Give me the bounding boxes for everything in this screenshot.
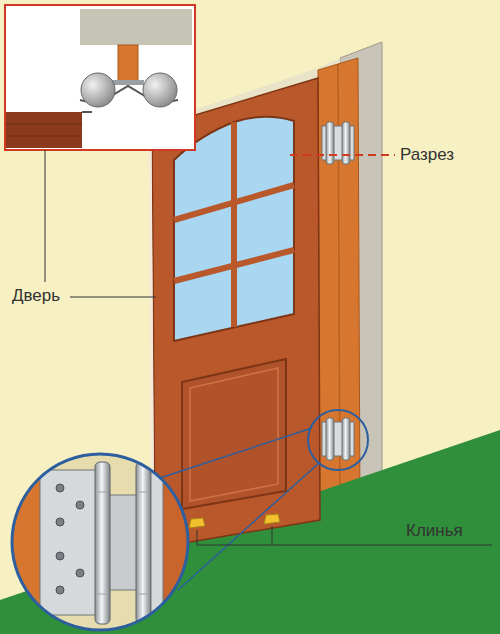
wedge	[189, 518, 205, 528]
leader-line	[272, 526, 273, 545]
door-leaf	[231, 122, 237, 327]
hinge-zoom	[76, 569, 84, 577]
hinge-zoom	[151, 470, 163, 615]
hinge	[342, 418, 350, 460]
part-label: Клинья	[404, 522, 465, 541]
hinge-zoom	[138, 492, 149, 493]
section-line	[290, 154, 395, 156]
leader-line	[197, 545, 492, 546]
hinge	[326, 122, 334, 164]
hinge-zoom	[95, 462, 110, 624]
door-frame	[318, 58, 360, 522]
leader-line	[70, 297, 156, 298]
hinge-zoom	[10, 452, 40, 632]
leader-line	[197, 530, 198, 545]
door-leaf	[182, 359, 286, 509]
hinge-zoom	[108, 495, 138, 590]
zoom-leader	[160, 428, 312, 478]
leader-line	[45, 150, 46, 282]
hinge	[322, 122, 354, 164]
section-inset	[80, 9, 192, 45]
highlight-circle	[308, 410, 368, 470]
hinge-zoom	[97, 492, 108, 493]
hinge-zoom	[56, 484, 64, 492]
hinge-zoom	[97, 492, 149, 594]
section-inset	[112, 80, 144, 85]
hinge-zoom	[97, 594, 108, 595]
hinge-zoom	[76, 501, 84, 509]
hinge	[322, 418, 354, 460]
wedge	[189, 514, 280, 528]
section-label: Разрез	[398, 146, 456, 165]
hinge	[326, 418, 334, 460]
hinge-zoom	[56, 518, 64, 526]
hinge-zoom	[136, 462, 151, 624]
hinge-zoom	[138, 594, 149, 595]
section-inset	[5, 5, 195, 150]
door-frame	[318, 58, 360, 522]
section-inset	[81, 73, 115, 107]
hinge-zoom	[40, 470, 98, 615]
door-leaf	[174, 185, 294, 220]
section-inset	[6, 112, 82, 148]
hinge-zoom	[10, 452, 190, 632]
hinge-zoom	[10, 452, 190, 632]
wedge	[264, 514, 280, 524]
leader-line	[45, 150, 492, 545]
hinge-zoom	[56, 484, 84, 594]
section-inset	[6, 136, 82, 137]
hinge-zoom	[56, 552, 64, 560]
section-inset	[118, 45, 138, 81]
section-inset	[82, 111, 92, 113]
door-leaf	[174, 250, 294, 281]
hinge	[342, 122, 350, 164]
section-inset	[5, 5, 195, 150]
door-leaf	[190, 368, 278, 501]
zoom-leader	[178, 462, 320, 590]
section-inset	[143, 73, 177, 107]
part-label: Дверь	[10, 287, 62, 306]
section-inset	[6, 124, 82, 125]
hinge-zoom	[150, 452, 190, 632]
hinge-zoom	[12, 454, 188, 630]
hinge-zoom	[10, 452, 190, 632]
hinge-zoom	[56, 586, 64, 594]
